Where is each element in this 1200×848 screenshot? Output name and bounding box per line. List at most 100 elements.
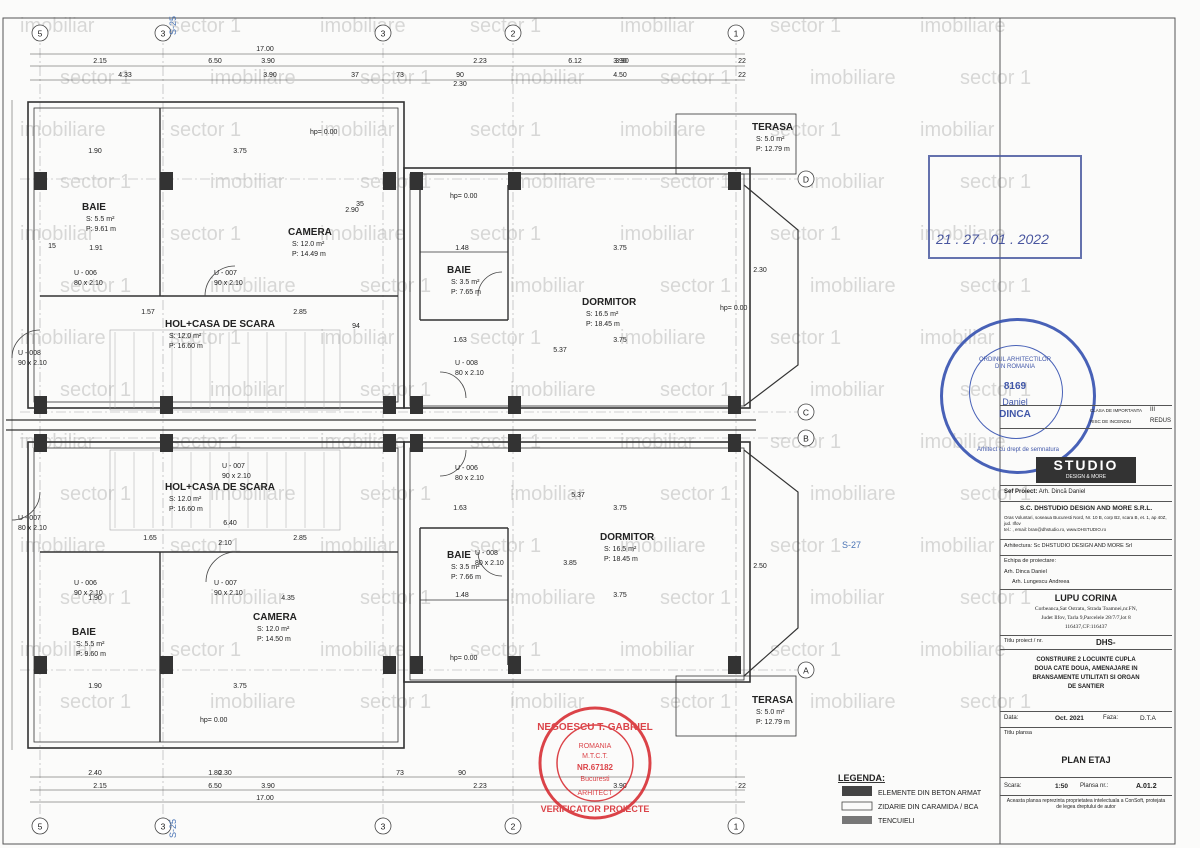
tb-fire-value: REDUS (1150, 418, 1172, 424)
axis-bubble-top (31, 24, 49, 42)
inner-dimension: 15 (48, 243, 56, 250)
watermark-word: imobiliare (320, 639, 406, 661)
watermark-word: sector 1 (170, 639, 241, 661)
door-code: U - 008 (455, 360, 478, 367)
concrete-column (508, 396, 521, 414)
watermark-word: imobiliare (20, 535, 106, 557)
tb-firm: S.C. DHSTUDIO DESIGN AND MORE S.R.L. (1019, 505, 1153, 512)
watermark-word: sector 1 (360, 67, 431, 89)
room-area: S: 3.5 m² (451, 564, 480, 571)
watermark-word: imobiliare (210, 691, 296, 713)
axis-bubble-right (797, 661, 815, 679)
room-area: S: 12.0 m² (169, 333, 202, 340)
axis-label-right: B (803, 434, 809, 444)
concrete-column (383, 656, 396, 674)
tb-logo-brand: STUDIO (1053, 457, 1119, 473)
inner-dimension: 2.85 (293, 535, 307, 542)
tb-logo-sub: DESIGN & MORE (1065, 474, 1107, 480)
room-area: S: 12.0 m² (257, 626, 290, 633)
watermark-word: imobiliar (320, 535, 395, 557)
dimension-top-row2: 22 (738, 58, 746, 65)
inner-dimension: 1.57 (141, 309, 155, 316)
dimension-total-top: 17.00 (256, 46, 274, 53)
watermark-word: sector 1 (660, 275, 731, 297)
door-code: U - 008 (475, 550, 498, 557)
watermark-word: sector 1 (770, 639, 841, 661)
watermark-word: sector 1 (660, 67, 731, 89)
inner-dimension: 3.75 (233, 683, 247, 690)
watermark-word: sector 1 (60, 171, 131, 193)
watermark-word: sector 1 (960, 587, 1031, 609)
door-swings (11, 265, 503, 583)
watermark-word: sector 1 (960, 691, 1031, 713)
axis-label-right: A (803, 666, 809, 676)
tb-contact: tel.: , email: bran@dhstudio.ro, www.DHS… (1004, 527, 1107, 532)
door-size: 80 x 2.10 (74, 280, 103, 287)
axis-label-top: 3 (381, 29, 386, 39)
room-area: S: 16.5 m² (604, 546, 637, 553)
axis-bubble-bottom (154, 817, 172, 835)
concrete-column (34, 434, 47, 452)
dimension-bottom-row1: 1.80 (208, 770, 222, 777)
watermark-word: imobiliar (510, 483, 585, 505)
dimension-bottom-row2: 3.90 (613, 783, 627, 790)
door-size: 80 x 2.10 (475, 560, 504, 567)
watermark-word: imobiliar (210, 587, 285, 609)
dimension-top-row2: 3.90 (261, 58, 275, 65)
watermark-word: sector 1 (470, 119, 541, 141)
inner-dimension: 5.37 (553, 347, 567, 354)
watermark-word: sector 1 (170, 327, 241, 349)
room-area: S: 12.0 m² (169, 496, 202, 503)
room-perimeter: P: 18.45 m (604, 556, 638, 563)
watermark-word: imobiliar (320, 327, 395, 349)
architect-stamp-number: 8169 (1003, 381, 1027, 392)
level-mark: hp= 0.00 (310, 129, 338, 136)
watermark-word: imobiliare (810, 483, 896, 505)
watermark-word: imobiliare (620, 119, 706, 141)
watermark-word: sector 1 (470, 327, 541, 349)
room-perimeter: P: 16.60 m (169, 343, 203, 350)
axis-label-top: 1 (734, 29, 739, 39)
room-name: BAIE (447, 265, 471, 276)
tb-sheet-no-label: Plansa nr.: (1080, 783, 1109, 789)
concrete-column (160, 396, 173, 414)
legend-item-masonry: ZIDARIE DIN CARAMIDA / BCA (878, 804, 979, 811)
tb-chief-value: Arh. Dincă Daniel (1038, 489, 1086, 495)
room-perimeter: P: 7.65 m (451, 289, 481, 296)
axis-bubble-right (797, 170, 815, 188)
dimension-bottom-row1: 90 (458, 770, 466, 777)
title-block: CLASA DE IMPORTANTA III RISC DE INCENDIU… (1000, 405, 1172, 843)
watermark-word: imobiliare (920, 15, 1006, 37)
watermark-word: sector 1 (960, 171, 1031, 193)
tb-architecture: Arhitectura: Sc DHSTUDIO DESIGN AND MORE… (1004, 543, 1133, 549)
dimension-top-row2: 3.90 (615, 58, 629, 65)
room-name: DORMITOR (600, 532, 655, 543)
watermark-word: sector 1 (60, 379, 131, 401)
room-name: TERASA (752, 695, 793, 706)
architect-stamp-order: ORDINUL ARHITECTILOR DIN ROMANIA (978, 357, 1052, 370)
door-code: U - 007 (214, 580, 237, 587)
tb-beneficiary: LUPU CORINA (1054, 593, 1118, 603)
watermark-word: sector 1 (470, 639, 541, 661)
architect-stamp-lastname: DINCA (999, 409, 1031, 420)
watermark-word: sector 1 (360, 379, 431, 401)
axis-label-bottom: 5 (38, 822, 43, 832)
tb-project-title-1: CONSTRUIRE 2 LOCUINTE CUPLA (1036, 657, 1136, 663)
axis-bubble-bottom (727, 817, 745, 835)
watermark-word: sector 1 (770, 119, 841, 141)
watermark-word: sector 1 (60, 67, 131, 89)
watermark-word: sector 1 (960, 275, 1031, 297)
concrete-column (34, 172, 47, 190)
dimension-top-row3: 4.50 (613, 72, 627, 79)
room-name: BAIE (82, 202, 106, 213)
inner-dimension: 1.63 (453, 337, 467, 344)
watermark-word: imobiliare (920, 639, 1006, 661)
room-perimeter: P: 18.45 m (586, 321, 620, 328)
tb-date-value: Oct. 2021 (1055, 715, 1084, 722)
axis-bubble-top (504, 24, 522, 42)
axis-label-top: 3 (161, 29, 166, 39)
dimension-top-row2: 6.50 (208, 58, 222, 65)
level-mark: hp= 0.00 (720, 305, 748, 312)
